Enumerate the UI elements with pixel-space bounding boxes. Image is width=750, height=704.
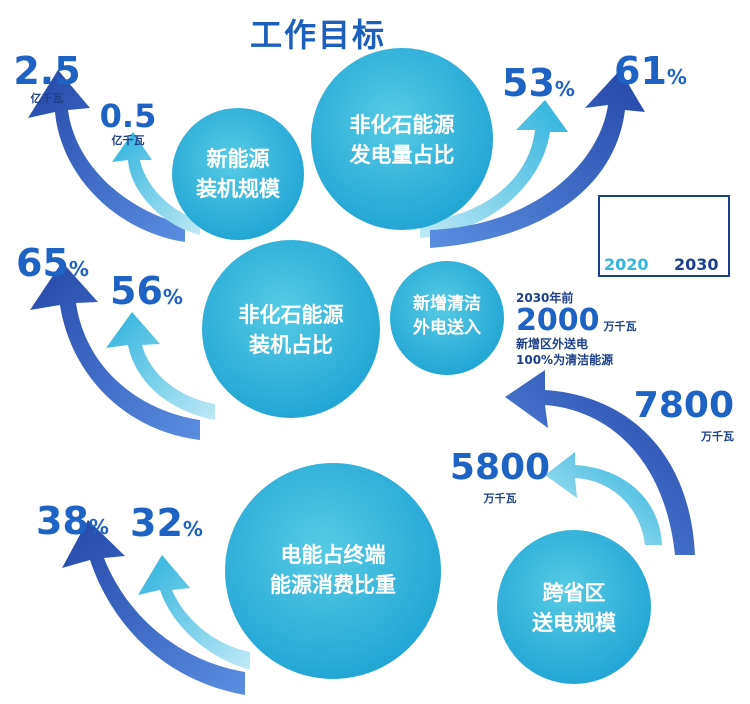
label-electricity: 电能占终端 能源消费比重 <box>270 543 396 597</box>
bubble-cross-region <box>497 530 651 684</box>
bubble-clean-import <box>390 261 504 375</box>
legend <box>598 195 730 277</box>
value-2030-electricity: 38% <box>36 499 109 543</box>
value-2020-nonfossil-gen: 53% <box>502 61 575 105</box>
arrow-2030-electricity <box>62 520 245 695</box>
arrow-2020-electricity <box>138 555 250 670</box>
label-cross-region: 跨省区 送电规模 <box>532 581 616 635</box>
label-new-energy: 新能源 装机规模 <box>196 147 280 201</box>
bubble-nonfossil-gen <box>311 48 493 230</box>
arrow-2030-nonfossil-gen <box>430 70 645 248</box>
page-title: 工作目标 <box>250 16 387 54</box>
legend-label-2020: 2020 <box>604 255 649 274</box>
value-2030-nonfossil-gen: 61% <box>614 49 687 93</box>
bubble-new-energy <box>172 108 304 240</box>
arrow-2020-nonfossil-gen <box>420 100 568 238</box>
value-2020-new-energy: 0.5 亿千瓦 <box>99 97 157 147</box>
value-2020-electricity: 32% <box>130 501 203 545</box>
label-nonfossil-gen: 非化石能源 发电量占比 <box>349 113 455 167</box>
legend-label-2030: 2030 <box>674 255 719 274</box>
arrow-2020-nonfossil-cap <box>106 312 215 420</box>
bubble-nonfossil-cap <box>202 240 380 418</box>
value-2020-cross-region: 5800 万千瓦 <box>449 447 551 506</box>
label-nonfossil-cap: 非化石能源 装机占比 <box>238 303 344 357</box>
arrow-2030-cross-region <box>505 370 695 555</box>
arrow-2030-nonfossil-cap <box>30 262 200 440</box>
arrow-2020-new-energy <box>112 132 200 235</box>
value-2030-nonfossil-cap: 65% <box>16 241 89 285</box>
arrow-2020-cross-region <box>545 452 662 545</box>
value-2020-nonfossil-cap: 56% <box>110 269 183 313</box>
label-clean-import: 新增清洁 外电送入 <box>413 294 481 338</box>
bubble-electricity <box>225 463 441 679</box>
value-2030-cross-region: 7800 万千瓦 <box>633 385 734 444</box>
arrow-2030-new-energy <box>28 70 185 242</box>
value-2030-new-energy: 2.5 亿千瓦 <box>13 49 81 105</box>
